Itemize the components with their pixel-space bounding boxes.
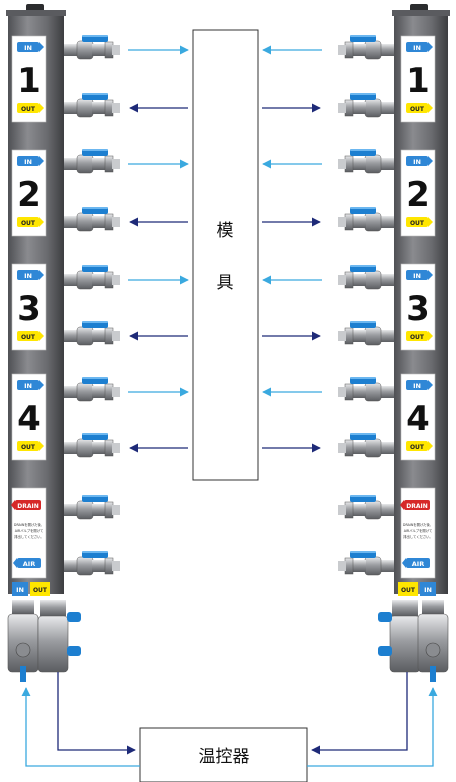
right-valves [338,35,394,575]
right-zone-3-out-tag: OUT [410,334,425,341]
left-zone-3-panel: IN 3 OUT [11,263,47,351]
right-drain-note-1: DRAINを開けた後、 [403,522,433,527]
right-zone-2-number: 2 [406,175,430,215]
left-bottom-tags: IN OUT [12,582,50,596]
right-drain-panel: DRAIN DRAINを開けた後、 AIRバルブを開けて 排出してください。 A… [400,487,436,579]
left-air-tag: AIR [23,560,35,568]
right-bottom-fittings [378,600,449,682]
left-zone-4-in-tag: IN [24,382,32,390]
left-drain-note-3: 排出してください。 [14,534,43,539]
right-flow-arrows [262,45,322,453]
left-zone-1-number: 1 [17,61,41,101]
left-manifold: IN 1 OUT IN 2 OUT IN 3 OUT [6,4,121,682]
left-zone-2-out-tag: OUT [21,220,36,227]
controller-connections [21,672,438,767]
left-zone-3-in-tag: IN [24,272,32,280]
right-drain-note-3: 排出してください。 [403,534,432,539]
right-bottom-out-tag: OUT [401,587,416,594]
right-zone-4-panel: IN 4 OUT [400,373,436,461]
left-zone-1-out-tag: OUT [21,106,36,113]
right-return-line [311,672,408,755]
left-zone-3-out-tag: OUT [21,334,36,341]
right-supply-line [307,687,438,767]
left-supply-line [21,687,140,767]
right-drain-tag: DRAIN [406,503,428,510]
mold-label-2: 具 [217,273,234,293]
left-drain-tag: DRAIN [17,503,39,510]
right-bottom-tags: OUT IN [398,582,436,596]
left-drain-note-1: DRAINを開けた後、 [14,522,44,527]
left-valves [63,34,121,576]
right-manifold: IN 1 OUT IN 2 OUT IN 3 OUT [338,4,450,682]
left-zone-4-number: 4 [17,399,41,439]
left-zone-1-in-tag: IN [24,44,32,52]
left-zone-2-number: 2 [17,175,41,215]
left-zone-4-out-tag: OUT [21,444,36,451]
right-bottom-in-tag: IN [424,586,432,594]
right-zone-3-number: 3 [406,289,430,329]
left-bottom-fittings [7,600,81,682]
left-bottom-out-tag: OUT [33,587,48,594]
right-zone-4-in-tag: IN [413,382,421,390]
right-zone-4-number: 4 [406,399,430,439]
right-zone-3-panel: IN 3 OUT [400,263,436,351]
right-zone-2-out-tag: OUT [410,220,425,227]
right-zone-1-out-tag: OUT [410,106,425,113]
right-zone-3-in-tag: IN [413,272,421,280]
right-zone-1-in-tag: IN [413,44,421,52]
mold-box: 模 具 [192,29,259,481]
right-zone-2-panel: IN 2 OUT [400,149,436,237]
left-drain-panel: DRAIN DRAINを開けた後、 AIRバルブを開けて 排出してください。 A… [11,487,47,579]
left-zone-1-panel: IN 1 OUT [11,35,47,123]
left-bottom-in-tag: IN [16,586,24,594]
left-drain-note-2: AIRバルブを開けて [15,528,44,533]
right-zone-1-number: 1 [406,61,430,101]
left-zone-4-panel: IN 4 OUT [11,373,47,461]
left-zone-2-panel: IN 2 OUT [11,149,47,237]
right-zone-2-in-tag: IN [413,158,421,166]
right-drain-note-2: AIRバルブを開けて [404,528,433,533]
mold-label-1: 模 [217,221,234,241]
left-zone-2-in-tag: IN [24,158,32,166]
left-flow-arrows [128,45,189,453]
left-zone-3-number: 3 [17,289,41,329]
left-return-line [57,672,136,755]
right-air-tag: AIR [412,560,424,568]
right-zone-4-out-tag: OUT [410,444,425,451]
controller-box: 温控器 [139,727,308,782]
right-zone-1-panel: IN 1 OUT [400,35,436,123]
controller-label: 温控器 [199,747,250,767]
